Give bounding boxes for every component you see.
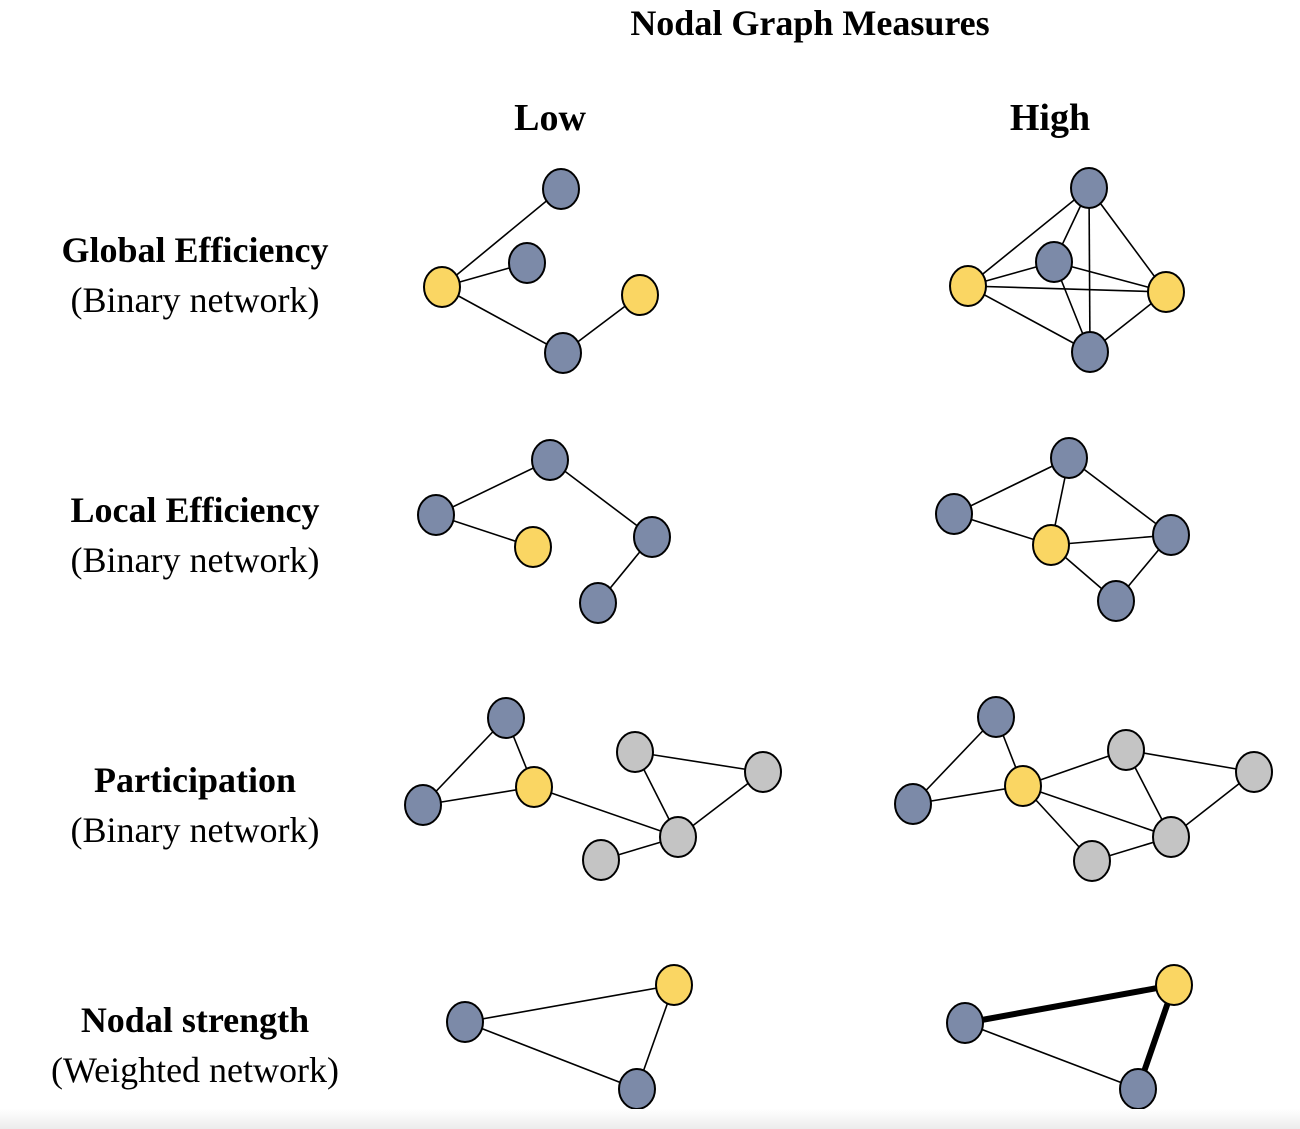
node-blue [1050, 437, 1088, 479]
node-gray [659, 816, 697, 858]
edge [422, 717, 507, 806]
node-blue [1119, 1068, 1157, 1110]
edge [464, 1021, 638, 1090]
row-subtitle: (Binary network) [70, 280, 320, 320]
graph-global-efficiency-low [423, 168, 659, 374]
node-gray [1152, 816, 1190, 858]
node-blue [1071, 331, 1109, 373]
node-yellow [423, 266, 461, 308]
edge [1088, 187, 1167, 293]
bottom-edge-shade [0, 1109, 1300, 1129]
edge [634, 751, 764, 773]
node-blue [894, 783, 932, 825]
row-label-participation: Participation (Binary network) [0, 755, 390, 855]
node-yellow [514, 526, 552, 568]
edge [1053, 261, 1167, 293]
node-blue [531, 439, 569, 481]
row-name: Local Efficiency [70, 490, 320, 530]
edge [1068, 457, 1172, 536]
edge [533, 786, 679, 838]
node-blue [977, 696, 1015, 738]
row-name: Nodal strength [80, 1000, 310, 1040]
graph-nodal-strength-low [446, 964, 693, 1110]
edge [967, 285, 1091, 353]
node-yellow [621, 274, 659, 316]
node-gray [616, 731, 654, 773]
row-subtitle: (Binary network) [70, 540, 320, 580]
node-blue [935, 493, 973, 535]
edge [441, 286, 564, 354]
graphs-layer [404, 167, 1273, 1110]
node-blue [579, 582, 617, 624]
node-blue [508, 242, 546, 284]
node-blue [446, 1001, 484, 1043]
row-name: Participation [94, 760, 296, 800]
node-blue [417, 494, 455, 536]
edge [435, 459, 551, 516]
node-yellow [949, 265, 987, 307]
edge [967, 285, 1167, 293]
edge [1088, 187, 1091, 353]
node-blue [1097, 580, 1135, 622]
edge [441, 188, 562, 288]
node-blue [618, 1068, 656, 1110]
node-blue [544, 332, 582, 374]
edge [464, 984, 675, 1023]
node-yellow [1155, 964, 1193, 1006]
row-label-local-efficiency: Local Efficiency (Binary network) [0, 485, 390, 585]
node-blue [946, 1002, 984, 1044]
node-blue [487, 697, 525, 739]
edge [1125, 749, 1255, 773]
graph-participation-low [404, 697, 782, 881]
node-yellow [515, 766, 553, 808]
column-header-high: High [1009, 97, 1091, 139]
edge [964, 1022, 1139, 1090]
edge [549, 459, 653, 538]
graph-participation-high [894, 696, 1273, 882]
row-label-global-efficiency: Global Efficiency (Binary network) [0, 225, 390, 325]
row-subtitle: (Binary network) [70, 810, 320, 850]
diagram-title: Nodal Graph Measures [630, 3, 990, 43]
node-gray [744, 751, 782, 793]
edge [953, 457, 1070, 515]
node-gray [1107, 729, 1145, 771]
node-blue [633, 516, 671, 558]
row-subtitle: (Weighted network) [51, 1050, 339, 1090]
graph-local-efficiency-low [417, 439, 671, 624]
node-blue [404, 784, 442, 826]
row-label-nodal-strength: Nodal strength (Weighted network) [0, 995, 390, 1095]
row-name: Global Efficiency [61, 230, 329, 270]
node-yellow [1004, 765, 1042, 807]
node-yellow [655, 964, 693, 1006]
heavy-edge [964, 982, 1175, 1026]
node-blue [1070, 167, 1108, 209]
graph-local-efficiency-high [935, 437, 1190, 622]
edge [1022, 785, 1172, 838]
graph-global-efficiency-high [949, 167, 1185, 373]
edge [967, 187, 1090, 287]
node-yellow [1147, 271, 1185, 313]
column-header-low: Low [514, 97, 586, 139]
node-gray [1073, 840, 1111, 882]
graph-nodal-strength-high [946, 964, 1193, 1110]
edge [1050, 534, 1172, 546]
edge [912, 716, 997, 805]
node-yellow [1032, 524, 1070, 566]
node-gray [582, 839, 620, 881]
node-blue [1152, 514, 1190, 556]
node-blue [1035, 241, 1073, 283]
node-gray [1235, 751, 1273, 793]
node-blue [542, 168, 580, 210]
